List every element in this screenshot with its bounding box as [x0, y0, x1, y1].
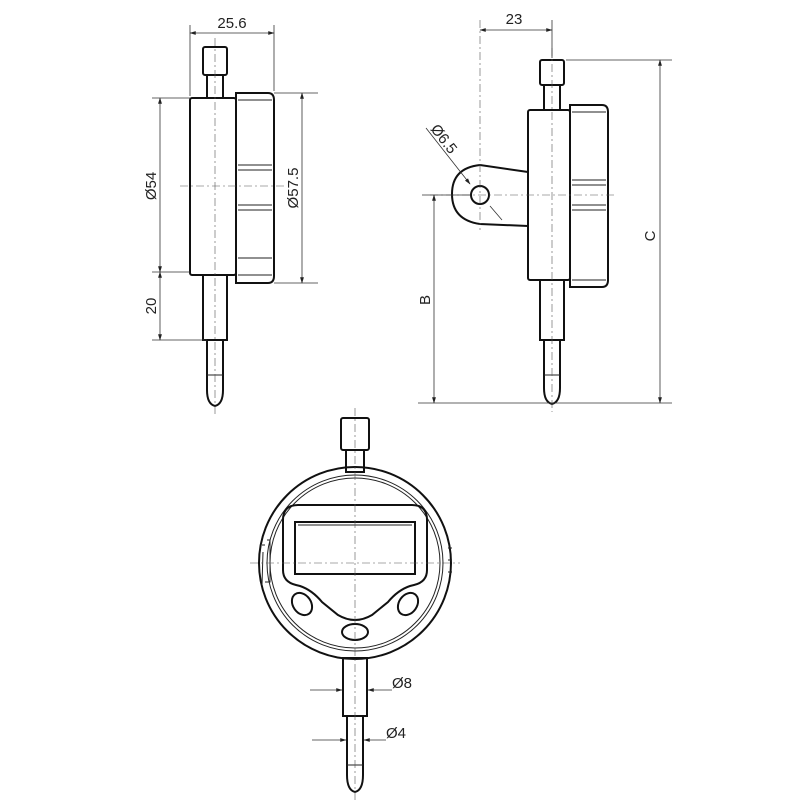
front-button-right [396, 591, 420, 617]
dim-stem-length-label: 20 [143, 298, 160, 315]
dim-bezel-diameter-label: Ø57.5 [285, 168, 302, 209]
side-view: 25.6 Ø54 Ø57.5 20 [143, 15, 318, 415]
front-view: Ø8 Ø4 [250, 408, 460, 800]
front-contact-point [346, 715, 364, 794]
lug-view: 23 Ø6.5 B C [417, 11, 672, 412]
dim-hole-diameter-label: Ø6.5 [427, 121, 460, 157]
side-body [189, 97, 237, 276]
dim-body-diameter-label: Ø54 [143, 172, 160, 200]
dim-tip-diameter-label: Ø4 [386, 725, 406, 742]
dim-offset-label: 23 [506, 11, 523, 28]
front-display-frame [282, 504, 428, 621]
side-bezel [235, 92, 275, 284]
dim-depth-label: 25.6 [217, 15, 246, 32]
lug-bezel [569, 104, 609, 288]
dim-b-label: B [417, 295, 434, 305]
dim-c-label: C [642, 230, 659, 241]
front-button-left [290, 591, 314, 617]
dim-stem-diameter-label: Ø8 [392, 675, 412, 692]
lug-arm [450, 163, 529, 227]
side-contact-point [206, 339, 224, 408]
